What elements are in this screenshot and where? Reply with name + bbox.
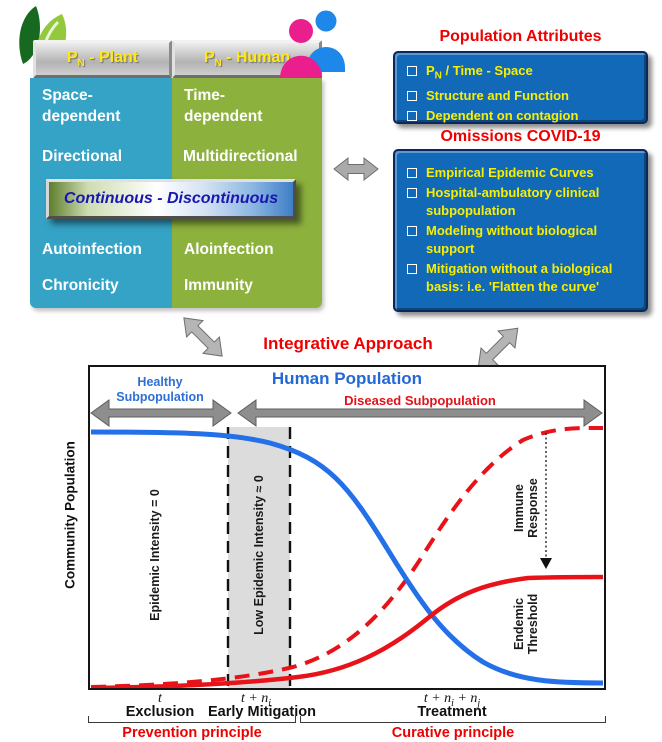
list-item: Empirical Epidemic Curves bbox=[407, 164, 638, 183]
diseased-subpopulation-label: Diseased Subpopulation bbox=[344, 393, 496, 408]
diagonal-arrow-icon bbox=[477, 327, 519, 369]
curative-bracket bbox=[300, 716, 606, 723]
omissions-title: Omissions COVID-19 bbox=[440, 128, 601, 145]
y-axis-label: Community Population bbox=[62, 441, 78, 589]
checkbox-bullet-icon bbox=[407, 187, 417, 198]
diseased-range-arrow-icon bbox=[237, 399, 603, 427]
continuous-banner: Continuous - Discontinuous bbox=[46, 179, 296, 219]
phase-treatment: Treatment bbox=[417, 704, 487, 720]
attribute-item-label: Structure and Function bbox=[426, 88, 569, 104]
checkbox-bullet-icon bbox=[407, 66, 417, 76]
list-item: Mitigation without a biological basis: i… bbox=[407, 260, 638, 297]
human-immunity: Immunity bbox=[184, 277, 253, 294]
omission-item-label: Empirical Epidemic Curves bbox=[426, 165, 594, 180]
omission-item-label: Hospital-ambulatory clinical subpopulati… bbox=[426, 184, 600, 219]
plant-space-dependent: Space- dependent bbox=[42, 87, 121, 125]
mitigation-band bbox=[228, 427, 290, 688]
list-item: Modeling without biological support bbox=[407, 222, 638, 259]
plant-autoinfection: Autoinfection bbox=[42, 241, 142, 258]
human-multidirectional: Multidirectional bbox=[183, 148, 298, 165]
continuous-banner-label: Continuous - Discontinuous bbox=[63, 190, 279, 207]
attribute-item-label: PN / Time - Space bbox=[426, 63, 533, 82]
list-item: Hospital-ambulatory clinical subpopulati… bbox=[407, 184, 638, 221]
phase-exclusion: Exclusion bbox=[125, 704, 195, 720]
attribute-item-label: Dependent on contagion bbox=[426, 107, 579, 123]
low-epidemic-intensity-label: Low Epidemic Intensity ≈ 0 bbox=[252, 475, 266, 635]
healthy-subpopulation-label: Healthy Subpopulation bbox=[116, 375, 204, 404]
x-tick-t-ni: t + ni bbox=[240, 691, 272, 709]
diseased-no-immunity-curve bbox=[90, 425, 604, 688]
diagonal-arrow-icon bbox=[183, 317, 223, 357]
human-header-label: PN - Human bbox=[203, 48, 291, 70]
plant-header-label: PN - Plant bbox=[66, 48, 139, 70]
prevention-bracket bbox=[88, 716, 296, 723]
plant-directional: Directional bbox=[42, 148, 123, 165]
population-attributes-title: Population Attributes bbox=[439, 28, 602, 45]
x-tick-t-ni-nj: t + ni + nj bbox=[423, 691, 481, 709]
epidemic-intensity-zero-label: Epidemic Intensity = 0 bbox=[148, 489, 162, 621]
checkbox-bullet-icon bbox=[407, 110, 417, 121]
chart-plot-area bbox=[90, 399, 604, 688]
exchange-arrow-icon bbox=[333, 156, 379, 182]
plant-chronicity: Chronicity bbox=[42, 277, 119, 294]
endemic-threshold-label: Endemic Threshold bbox=[512, 593, 540, 655]
list-item: Structure and Function bbox=[407, 87, 638, 106]
checkbox-bullet-icon bbox=[407, 225, 417, 236]
curative-principle-label: Curative principle bbox=[391, 725, 515, 741]
population-attributes-box: PN / Time - Space Structure and Function… bbox=[393, 51, 648, 124]
plant-header-button: PN - Plant bbox=[33, 40, 172, 78]
people-icon bbox=[280, 10, 345, 79]
integrative-approach-title: Integrative Approach bbox=[263, 334, 433, 353]
prevention-principle-label: Prevention principle bbox=[122, 725, 262, 741]
list-item: Dependent on contagion bbox=[407, 107, 638, 126]
population-chart: Human Population Healthy Subpopulation D… bbox=[88, 365, 606, 690]
list-item: PN / Time - Space bbox=[407, 62, 638, 86]
checkbox-bullet-icon bbox=[407, 263, 417, 274]
checkbox-bullet-icon bbox=[407, 91, 417, 102]
healthy-curve bbox=[90, 429, 604, 686]
checkbox-bullet-icon bbox=[407, 168, 417, 178]
human-time-dependent: Time- dependent bbox=[184, 87, 263, 125]
x-tick-t: t bbox=[158, 691, 162, 706]
immune-response-label: Immune Response bbox=[512, 478, 540, 538]
endemic-curve bbox=[90, 574, 604, 688]
omission-item-label: Mitigation without a biological basis: i… bbox=[426, 260, 613, 295]
human-aloinfection: Aloinfection bbox=[184, 241, 274, 258]
healthy-range-arrow-icon bbox=[90, 399, 232, 427]
omissions-box: Empirical Epidemic Curves Hospital-ambul… bbox=[393, 149, 648, 312]
phase-early-mitigation: Early Mitigation bbox=[208, 704, 316, 720]
chart-title: Human Population bbox=[271, 369, 423, 388]
omission-item-label: Modeling without biological support bbox=[426, 222, 598, 257]
